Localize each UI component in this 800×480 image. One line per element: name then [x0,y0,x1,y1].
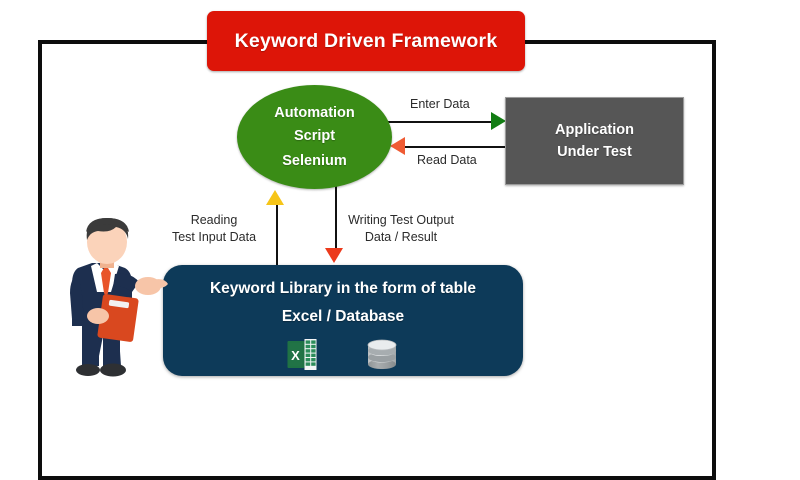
writing-output-arrowhead [325,248,343,263]
reading-input-line [276,203,278,271]
aut-line2: Under Test [557,144,632,160]
read-data-line [405,146,505,148]
framework-title-banner: Keyword Driven Framework [207,11,525,71]
aut-line1: Application [555,121,634,138]
svg-text:X: X [291,348,300,363]
enter-data-label: Enter Data [410,97,470,111]
person-shoe-right [100,363,126,377]
automation-script-line2: Script [293,128,336,145]
person-tie [101,268,111,297]
writing-output-label: Writing Test Output Data / Result [340,212,462,246]
keyword-library-icons: X [163,338,523,372]
tester-illustration [70,218,168,377]
keyword-library-line1: Keyword Library in the form of table [209,280,477,297]
writing-output-label-line2: Data / Result [364,229,438,244]
writing-output-label-line1: Writing Test Output [348,213,454,227]
node-keyword-library[interactable]: Keyword Library in the form of table Exc… [163,265,523,376]
diagram-canvas: Enter Data Read Data Reading Test Input … [38,11,716,480]
reading-input-label-line2: Test Input Data [171,229,257,244]
page-title: Keyword Driven Framework [234,29,498,52]
node-automation-script[interactable]: Automation Script Selenium [237,85,392,189]
enter-data-line [383,121,491,123]
node-application-under-test[interactable]: Application Under Test [505,97,684,185]
reading-input-label-line1: Reading [190,213,238,227]
database-icon [367,339,397,370]
automation-script-line3: Selenium [282,152,347,169]
reading-input-arrowhead [266,190,284,205]
person-hand-holding [87,308,109,324]
read-data-arrowhead [390,137,405,155]
reading-input-label: Reading Test Input Data [160,212,268,246]
keyword-library-line2: Excel / Database [281,308,405,325]
person-shoe-left [76,364,100,376]
enter-data-arrowhead [491,112,506,130]
read-data-label: Read Data [417,153,477,167]
excel-icon: X [287,339,317,370]
person-arm [113,273,139,292]
writing-output-line [335,180,337,250]
automation-script-line1: Automation [274,104,355,121]
